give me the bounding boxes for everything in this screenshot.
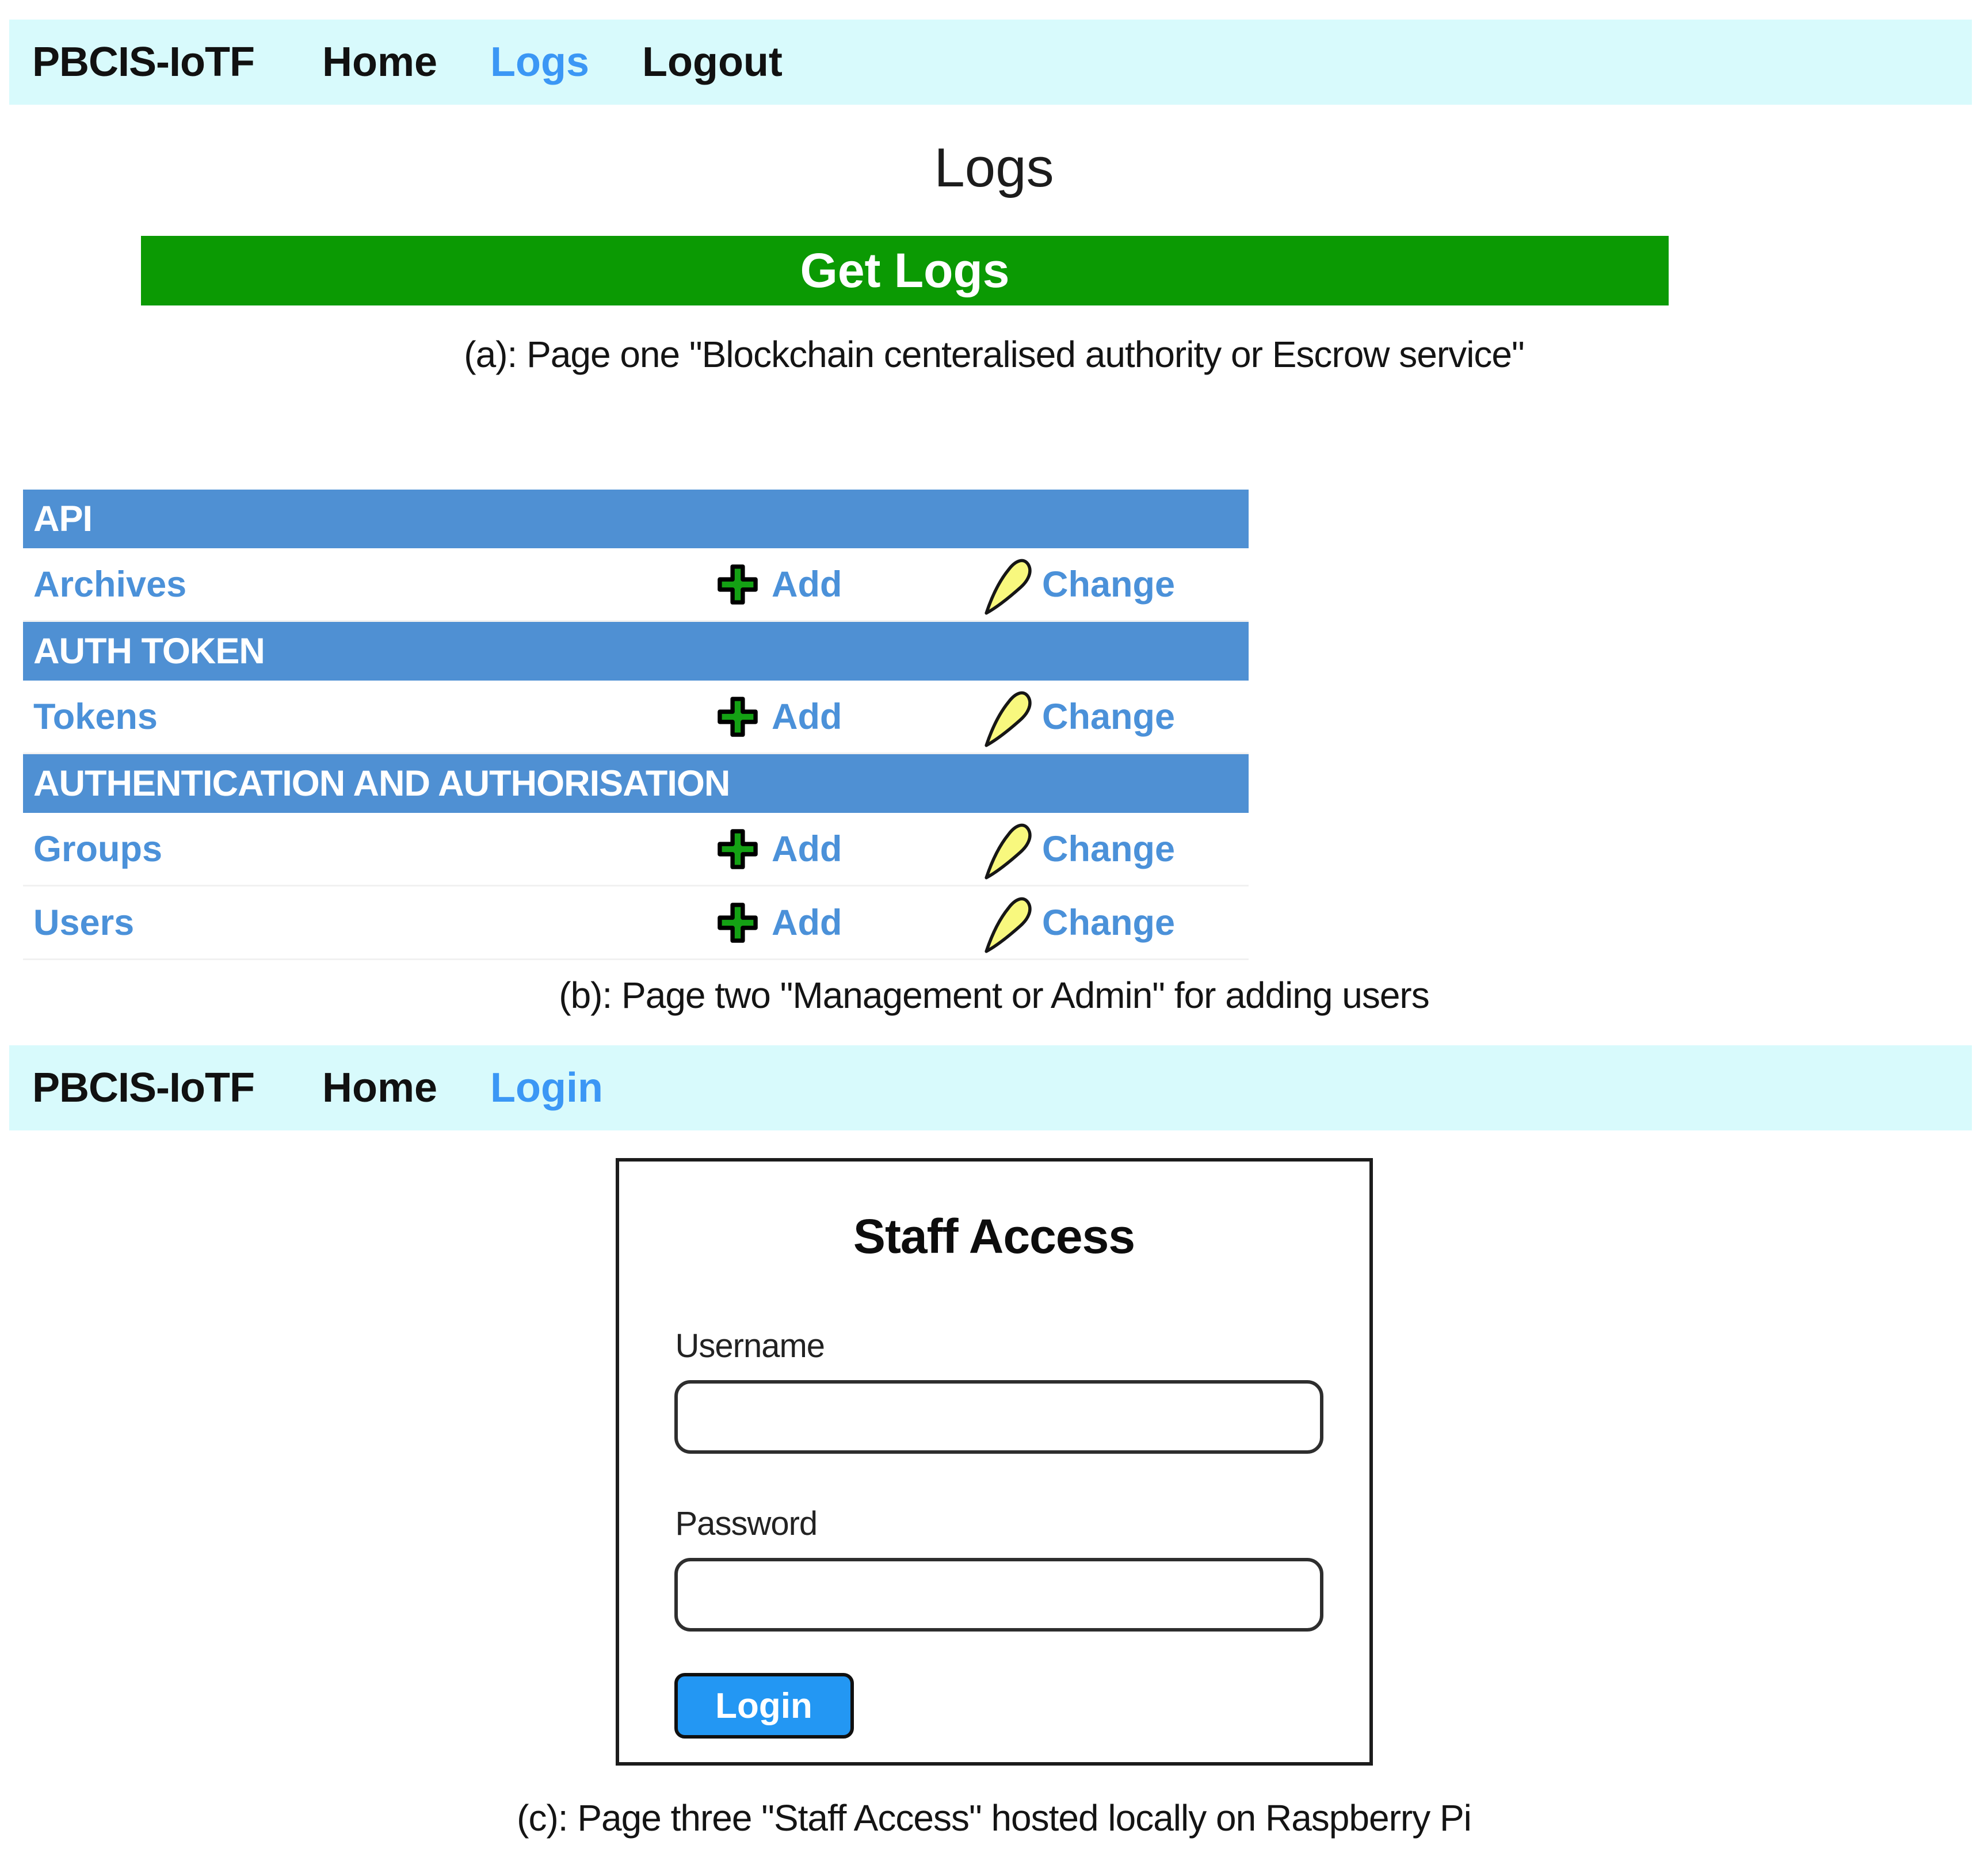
add-icon[interactable] <box>716 696 759 738</box>
change-icon[interactable] <box>981 551 1034 618</box>
model-link-users[interactable]: Users <box>33 902 135 943</box>
add-link-archives[interactable]: Add <box>716 563 981 606</box>
figure-page: PBCIS-IoTF Home Logs Logout Logs Get Log… <box>0 20 1988 1872</box>
nav-item-home[interactable]: Home <box>322 1065 438 1111</box>
add-link-groups[interactable]: Add <box>716 828 981 870</box>
add-label[interactable]: Add <box>772 902 842 943</box>
admin-row-archives: Archives Add Change <box>23 548 1249 622</box>
admin-row-tokens: Tokens Add Change <box>23 681 1249 754</box>
password-label: Password <box>675 1505 818 1542</box>
navbar-staff: PBCIS-IoTF Home Login <box>9 1045 1972 1130</box>
change-label[interactable]: Change <box>1042 696 1176 737</box>
change-label[interactable]: Change <box>1042 564 1176 605</box>
change-icon[interactable] <box>981 889 1034 957</box>
change-link-tokens[interactable]: Change <box>981 683 1249 751</box>
password-field[interactable] <box>674 1558 1323 1632</box>
figure-caption-b: (b): Page two "Management or Admin" for … <box>559 975 1429 1016</box>
add-label[interactable]: Add <box>772 828 842 869</box>
add-icon[interactable] <box>716 901 759 944</box>
admin-section-header-auth-and-authorisation: AUTHENTICATION AND AUTHORISATION <box>23 754 1249 813</box>
staff-access-title: Staff Access <box>853 1209 1135 1263</box>
nav-brand[interactable]: PBCIS-IoTF <box>32 39 255 85</box>
nav-item-home[interactable]: Home <box>322 39 438 85</box>
figure-caption-a: (a): Page one "Blockchain centeralised a… <box>464 334 1524 375</box>
admin-section-title: API <box>33 499 93 539</box>
admin-row-users: Users Add Change <box>23 887 1249 960</box>
nav-brand[interactable]: PBCIS-IoTF <box>32 1065 255 1111</box>
add-link-users[interactable]: Add <box>716 901 981 944</box>
add-label[interactable]: Add <box>772 564 842 605</box>
nav-item-logs[interactable]: Logs <box>490 39 589 85</box>
admin-section-title: AUTH TOKEN <box>33 631 265 671</box>
add-icon[interactable] <box>716 563 759 606</box>
change-label[interactable]: Change <box>1042 902 1176 943</box>
nav-item-login[interactable]: Login <box>490 1065 603 1111</box>
model-link-groups[interactable]: Groups <box>33 828 163 869</box>
staff-access-panel: Staff Access Username Password Login <box>615 1158 1373 1766</box>
admin-section-title: AUTHENTICATION AND AUTHORISATION <box>33 763 730 804</box>
change-label[interactable]: Change <box>1042 828 1176 869</box>
figure-caption-c: (c): Page three "Staff Access" hosted lo… <box>517 1797 1472 1839</box>
navbar-escrow: PBCIS-IoTF Home Logs Logout <box>9 20 1972 105</box>
nav-item-logout[interactable]: Logout <box>642 39 783 85</box>
admin-section-header-api: API <box>23 490 1249 548</box>
model-link-archives[interactable]: Archives <box>33 564 187 605</box>
login-button[interactable]: Login <box>674 1673 854 1739</box>
add-icon[interactable] <box>716 828 759 870</box>
add-label[interactable]: Add <box>772 696 842 737</box>
change-link-groups[interactable]: Change <box>981 815 1249 883</box>
admin-panel: API Archives Add Change AUTH TOKEN Token… <box>23 490 1249 960</box>
username-label: Username <box>675 1327 826 1365</box>
change-link-users[interactable]: Change <box>981 889 1249 957</box>
change-icon[interactable] <box>981 683 1034 751</box>
username-field[interactable] <box>674 1380 1323 1454</box>
add-link-tokens[interactable]: Add <box>716 696 981 738</box>
get-logs-button[interactable]: Get Logs <box>141 236 1669 305</box>
model-link-tokens[interactable]: Tokens <box>33 696 158 737</box>
change-link-archives[interactable]: Change <box>981 551 1249 618</box>
admin-section-header-auth-token: AUTH TOKEN <box>23 622 1249 681</box>
change-icon[interactable] <box>981 815 1034 883</box>
admin-row-groups: Groups Add Change <box>23 813 1249 887</box>
page-title-logs: Logs <box>934 137 1054 198</box>
